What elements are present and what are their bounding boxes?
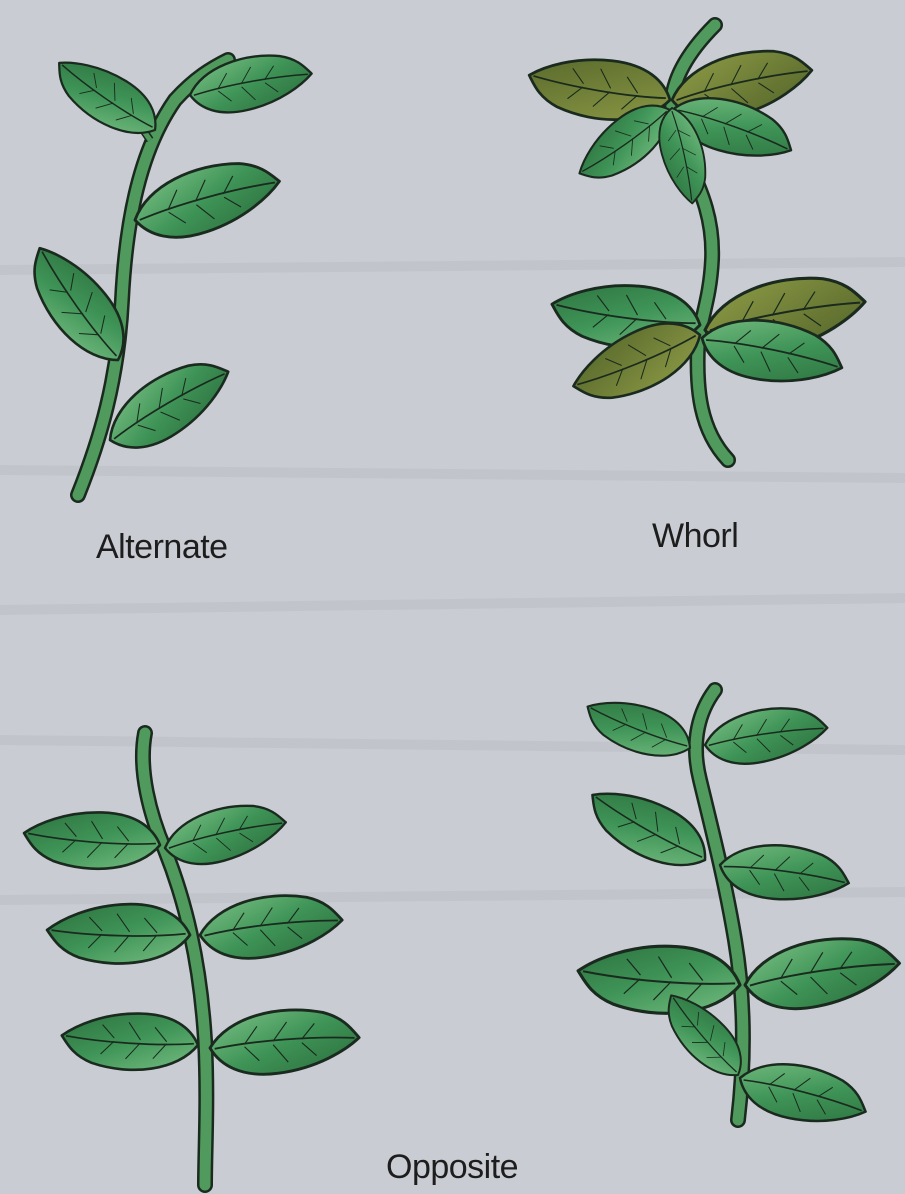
opposite-right-leaf-5: [575, 938, 743, 1020]
opposite-right-leaf-2: [579, 686, 699, 770]
opposite-plant-left: [21, 733, 361, 1185]
opposite-left-leaf-6: [208, 1005, 361, 1078]
opposite-right-leaf-1: [701, 701, 830, 769]
opposite-right-leaf-6: [740, 930, 904, 1016]
caption-alternate: Alternate: [96, 528, 228, 567]
opposite-right-leaf-8: [733, 1051, 873, 1137]
opposite-left-leaf-1: [21, 806, 162, 875]
caption-opposite: Opposite: [386, 1148, 518, 1187]
opposite-left-leaf-3: [46, 901, 191, 966]
caption-whorl: Whorl: [652, 517, 738, 556]
alternate-leaf-2: [185, 47, 316, 119]
opposite-left-leaf-2: [159, 796, 291, 872]
whorl-plant: [524, 25, 871, 460]
opposite-left-leaf-5: [60, 1008, 200, 1074]
